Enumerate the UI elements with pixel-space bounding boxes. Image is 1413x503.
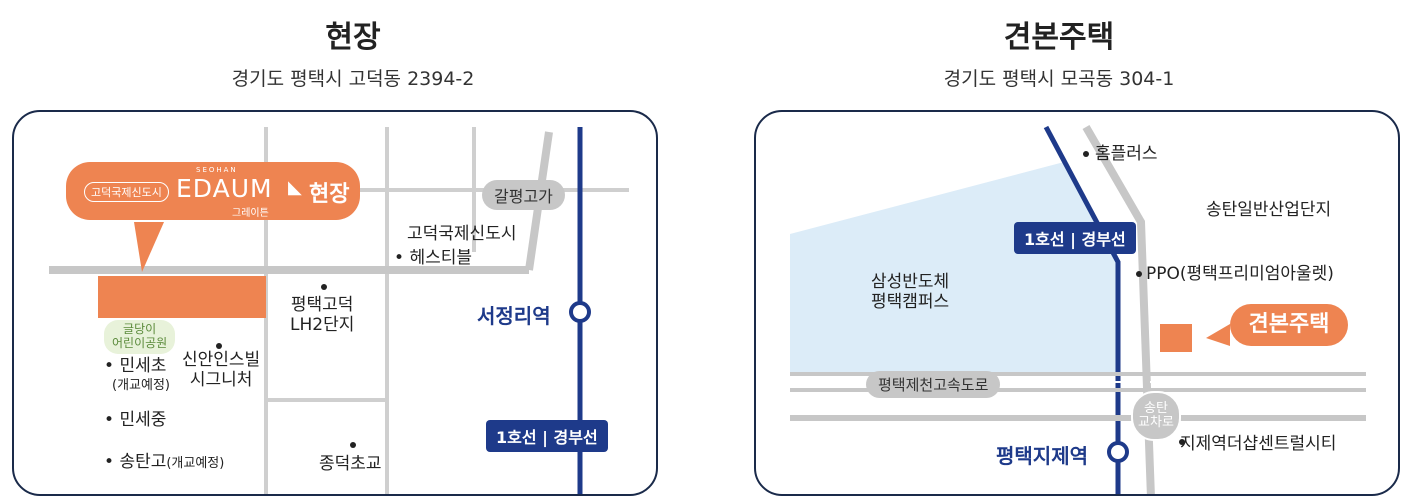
highway-label: 평택제천고속도로: [866, 371, 1001, 398]
line-label-right: 1호선 | 경부선: [1014, 222, 1136, 254]
callout-prefix: 고덕국제신도시: [84, 182, 169, 202]
site-map: 고덕국제신도시 SEOHAN EDAUM ◣ 그레이튼 현장 갈평고가 고덕국제…: [12, 110, 658, 496]
callout-suffix: 현장: [309, 182, 350, 207]
interchange-label: 송탄 교차로: [1131, 391, 1181, 441]
place-samsung: 삼성반도체 평택캠퍼스: [871, 272, 950, 313]
place-minse-mid-label: 민세중: [119, 410, 167, 430]
place-jije-city-label: 지제역더샵센트럴시티: [1180, 434, 1337, 454]
place-industrial: 송탄일반산업단지: [1206, 200, 1332, 220]
road-label-galpyeong: 갈평고가: [482, 180, 565, 210]
modelhouse-map: 홈플러스 송탄일반산업단지 1호선 | 경부선 삼성반도체 평택캠퍼스 PPO(…: [754, 110, 1400, 496]
place-minse-elem: • 민세초: [104, 356, 167, 376]
site-address: 경기도 평택시 고덕동 2394-2: [231, 68, 475, 90]
site-title: 현장: [325, 20, 381, 55]
brand-logo-icon: ◣: [288, 177, 302, 198]
place-minse-elem-label: 민세초: [119, 356, 167, 376]
site-callout: 고덕국제신도시 SEOHAN EDAUM ◣ 그레이튼 현장: [66, 162, 360, 220]
modelhouse-callout: 견본주택: [1230, 304, 1348, 346]
modelhouse-title: 견본주택: [1003, 20, 1115, 55]
modelhouse-address: 경기도 평택시 모곡동 304-1: [943, 68, 1175, 90]
place-songtan-high: • 송탄고(개교예정): [104, 452, 225, 472]
place-songtan-high-label: 송탄고: [119, 452, 167, 472]
park-label: 글당이 어린이공원: [104, 320, 176, 354]
place-songtan-high-note: (개교예정): [166, 456, 225, 471]
callout-brand: EDAUM: [176, 174, 273, 203]
place-ppo: PPO(평택프리미엄아울렛): [1146, 264, 1334, 284]
place-minse-elem-note: (개교예정): [112, 378, 170, 393]
station-seojeongri: 서정리역: [477, 304, 551, 328]
place-minse-mid: • 민세중: [104, 410, 167, 430]
place-jongdeok: 종덕초교: [319, 454, 382, 474]
place-hestible-label: 헤스티블: [409, 248, 472, 268]
line-label-left: 1호선 | 경부선: [486, 420, 608, 452]
place-godeok-city: 고덕국제신도시: [407, 224, 517, 244]
callout-brand-small: SEOHAN: [196, 166, 238, 174]
callout-brand-sub: 그레이튼: [232, 208, 269, 219]
place-lh2: 평택고덕 LH2단지: [290, 295, 355, 336]
station-pyeongtaek-jije: 평택지제역: [996, 444, 1088, 468]
place-homeplus: 홈플러스: [1095, 144, 1158, 164]
place-hestible: • 헤스티블: [394, 248, 472, 268]
place-jije-city: 지제역더샵센트럴시티: [1180, 434, 1336, 454]
place-sinan: 신안인스빌 시그니처: [182, 350, 261, 391]
